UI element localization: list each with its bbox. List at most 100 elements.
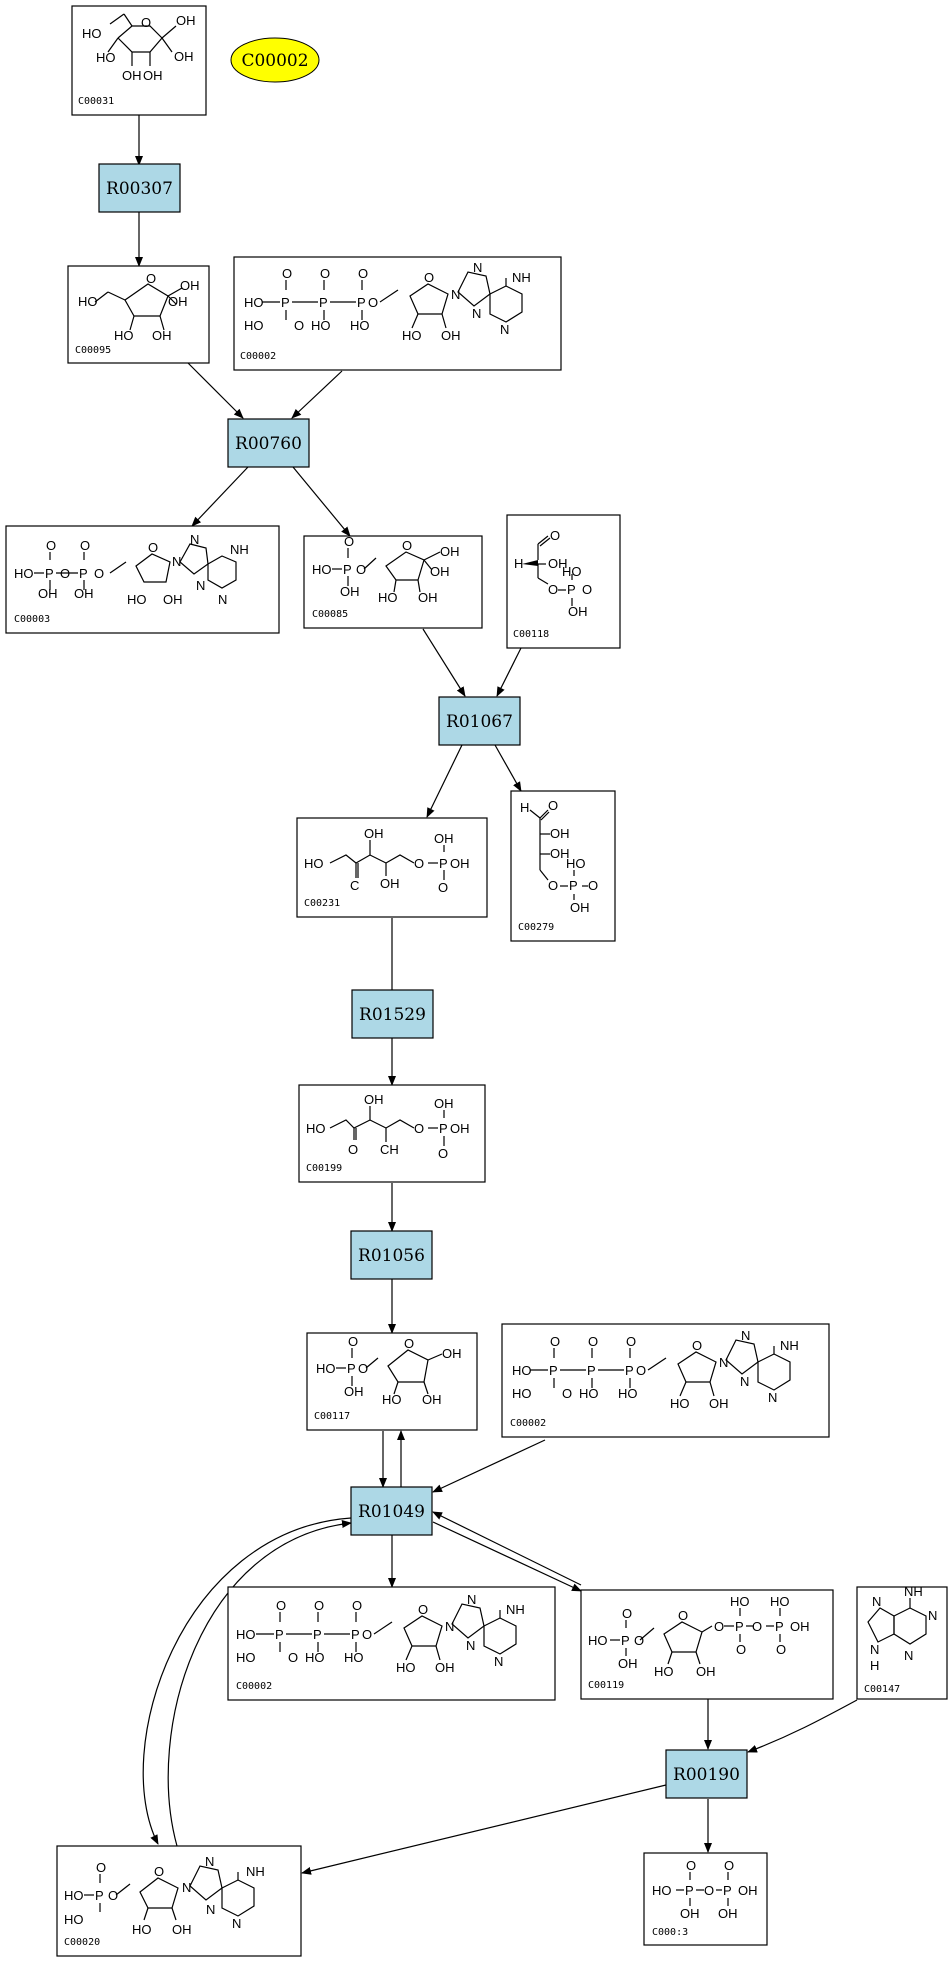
- svg-text:HO: HO: [244, 295, 264, 310]
- svg-text:O: O: [362, 1627, 372, 1642]
- svg-text:P: P: [439, 856, 448, 871]
- svg-text:C: C: [350, 878, 359, 893]
- compound-node[interactable]: HO P O OH O P O OH O O N N NH HO OH N N …: [5, 525, 280, 634]
- svg-text:OH: OH: [442, 1346, 462, 1361]
- compound-node[interactable]: HO OH C OH O P OH OH O C00231: [296, 817, 488, 918]
- svg-text:N: N: [205, 1854, 214, 1869]
- svg-text:OH: OH: [380, 876, 400, 891]
- reaction-node[interactable]: R01049: [350, 1486, 433, 1536]
- svg-text:NH: NH: [904, 1584, 923, 1599]
- svg-text:OH: OH: [422, 1392, 442, 1407]
- svg-text:HO: HO: [562, 564, 582, 579]
- compound-node[interactable]: NH N N N N H C00147: [856, 1584, 948, 1700]
- compound-node[interactable]: HO O OH OH HO OH C00095: [67, 265, 210, 364]
- svg-text:O: O: [736, 1642, 746, 1657]
- reaction-node[interactable]: R00307: [98, 163, 181, 213]
- svg-text:N: N: [467, 1592, 476, 1607]
- svg-text:O: O: [352, 1598, 362, 1613]
- svg-text:OH: OH: [172, 1922, 192, 1937]
- compound-node[interactable]: O H OH O P HO O OH C00118: [506, 514, 621, 649]
- edge-r00190-c00020: [301, 1784, 667, 1875]
- svg-text:OH: OH: [680, 1906, 700, 1921]
- svg-text:P: P: [275, 1627, 284, 1642]
- svg-text:N: N: [218, 592, 227, 607]
- svg-text:P: P: [357, 295, 366, 310]
- edge-c00002-r01049: [432, 1439, 546, 1493]
- svg-text:N: N: [719, 1355, 728, 1370]
- svg-text:OH: OH: [176, 13, 196, 28]
- reaction-node[interactable]: R00760: [227, 418, 310, 468]
- svg-text:O: O: [146, 271, 156, 286]
- svg-text:HO: HO: [670, 1396, 690, 1411]
- svg-text:OH: OH: [180, 278, 200, 293]
- reaction-node[interactable]: R01067: [438, 696, 521, 746]
- svg-text:N: N: [768, 1390, 777, 1405]
- svg-text:OH: OH: [435, 1660, 455, 1675]
- svg-text:HO: HO: [402, 328, 422, 343]
- svg-text:N: N: [466, 1638, 475, 1653]
- svg-text:OH: OH: [550, 846, 570, 861]
- svg-text:O: O: [424, 270, 434, 285]
- svg-text:P: P: [439, 1121, 448, 1136]
- svg-text:O: O: [276, 1598, 286, 1613]
- svg-text:O: O: [402, 538, 412, 553]
- svg-text:HO: HO: [382, 1392, 402, 1407]
- structure-drawing: [34, 543, 237, 590]
- svg-text:HO: HO: [512, 1363, 532, 1378]
- compound-node[interactable]: HO P O HO O P O HO P O HO O O N N NH HO …: [501, 1323, 830, 1438]
- svg-text:O: O: [314, 1598, 324, 1613]
- compound-node[interactable]: H O OH OH O P HO O OH C00279: [510, 790, 616, 942]
- svg-text:OH: OH: [618, 1656, 638, 1671]
- svg-text:O: O: [344, 534, 354, 549]
- compound-node[interactable]: HO OH O CH O P OH OH O C00199: [298, 1084, 486, 1183]
- svg-text:O: O: [724, 1858, 734, 1873]
- svg-text:P: P: [281, 295, 290, 310]
- compound-node[interactable]: HO P O OH O O OH OH HO OH C00085: [303, 534, 483, 629]
- compound-node[interactable]: HO P O OH O O OH HO OH C00117: [306, 1332, 478, 1431]
- svg-text:P: P: [735, 1619, 744, 1634]
- svg-text:N: N: [928, 1608, 937, 1623]
- compound-node[interactable]: HO P O OH O O HO OH O P HO O O P HO O OH…: [580, 1589, 834, 1700]
- svg-text:O: O: [96, 1860, 106, 1875]
- svg-text:OH: OH: [709, 1396, 729, 1411]
- svg-text:OH: OH: [434, 831, 454, 846]
- svg-text:N: N: [196, 578, 205, 593]
- compound-node[interactable]: HO P O HO O O N N NH HO OH N N C00020: [56, 1845, 302, 1957]
- svg-text:HO: HO: [82, 26, 102, 41]
- reaction-node[interactable]: R00190: [665, 1749, 748, 1799]
- svg-text:HO: HO: [512, 1386, 532, 1401]
- compound-node[interactable]: HO P O HO O P O HO P O HO O O N N NH HO …: [227, 1586, 556, 1701]
- svg-text:OH: OH: [570, 900, 590, 915]
- reaction-label: R00190: [673, 1765, 740, 1785]
- svg-text:OH: OH: [38, 586, 58, 601]
- svg-text:H: H: [514, 556, 523, 571]
- svg-text:O: O: [562, 1386, 572, 1401]
- edge-c00095-r00760: [187, 362, 244, 419]
- svg-text:OH: OH: [364, 826, 384, 841]
- svg-text:O: O: [550, 528, 560, 543]
- compound-node[interactable]: HO P O OH O P O OH OH C000:3: [643, 1852, 768, 1946]
- compound-id: C00020: [64, 1937, 100, 1948]
- svg-text:HO: HO: [306, 1121, 326, 1136]
- svg-text:NH: NH: [512, 270, 531, 285]
- reaction-node[interactable]: R01056: [350, 1230, 433, 1280]
- reaction-node[interactable]: R01529: [351, 989, 434, 1039]
- structure-drawing: [94, 283, 183, 331]
- svg-text:OH: OH: [441, 328, 461, 343]
- compound-node[interactable]: HO P O HO O P O HO P O HO O O N N NH HO …: [233, 256, 562, 371]
- svg-text:P: P: [775, 1619, 784, 1634]
- svg-text:O: O: [704, 1883, 714, 1898]
- svg-text:N: N: [445, 1619, 454, 1634]
- svg-text:OH: OH: [450, 856, 470, 871]
- svg-text:OH: OH: [122, 68, 142, 83]
- structure-drawing: [329, 840, 445, 880]
- standalone-compound-node[interactable]: C00002: [230, 37, 320, 83]
- svg-text:N: N: [172, 554, 181, 569]
- svg-text:P: P: [567, 582, 576, 597]
- compound-node[interactable]: HO O OH OH HO OH OH C00031: [71, 5, 207, 116]
- svg-text:OH: OH: [440, 544, 460, 559]
- svg-text:O: O: [294, 318, 304, 333]
- svg-text:NH: NH: [230, 542, 249, 557]
- compound-id: C00095: [75, 345, 111, 356]
- svg-text:OH: OH: [174, 49, 194, 64]
